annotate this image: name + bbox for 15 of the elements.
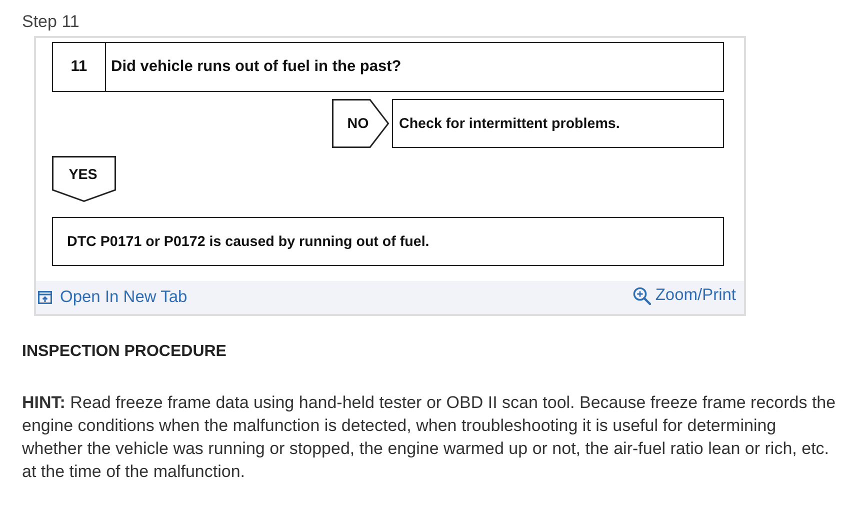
question-box [52, 42, 724, 92]
branch-label: YES [68, 166, 98, 184]
question-text: Did vehicle runs out of fuel in the past? [111, 58, 402, 76]
result-text: Check for intermittent problems. [399, 115, 620, 133]
result-box [52, 217, 724, 266]
step-number: 11 [53, 43, 106, 91]
result-text: DTC P0171 or P0172 is caused by running out of fuel. [67, 233, 430, 251]
step-title: Step 11 [22, 12, 80, 32]
branch-label: NO [347, 114, 369, 132]
no-branch-tag [332, 99, 389, 148]
open-in-new-tab-link: Open In New Tab [38, 287, 188, 307]
section-heading: INSPECTION PROCEDURE [22, 342, 226, 362]
result-box [392, 99, 724, 148]
hint-paragraph: whether the vehicle was running or stopped, the engine warmed up or not, the air-fuel ratio lean or rich, etc. at the time of the malfunction. [22, 438, 830, 483]
zoom-print-link: Zoom/Print [633, 285, 736, 305]
